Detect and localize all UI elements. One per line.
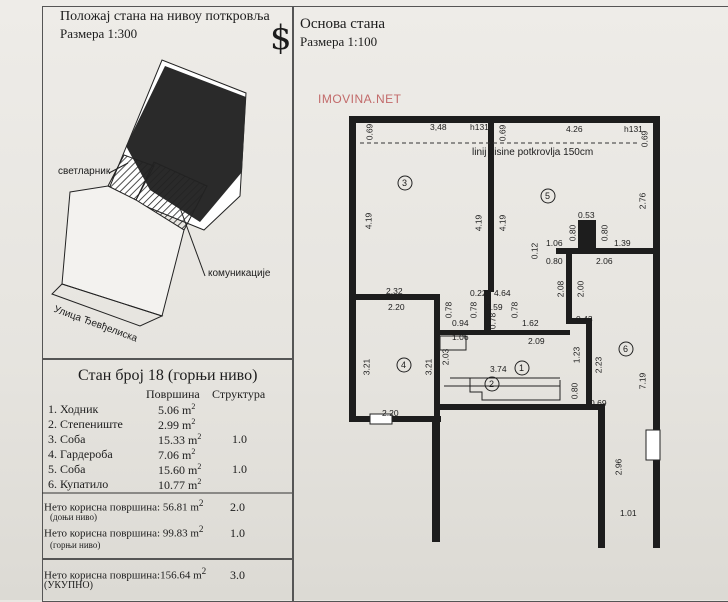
room-area: 2.99 m2 (158, 417, 196, 432)
watermark: IMOVINA.NET (318, 92, 402, 106)
dim-label: 2.23 (593, 356, 604, 374)
room-area: 5.06 m2 (158, 402, 196, 417)
plan-scale: Размера 1:100 (300, 34, 378, 49)
summary-lower-note: (доњи ниво) (50, 512, 97, 522)
room-area: 15.60 m2 (158, 462, 202, 477)
room-4-number: 4 (401, 360, 407, 370)
summary-upper-structure: 1.0 (230, 526, 245, 540)
dim-label: 1.06 (452, 332, 469, 342)
room-2-number: 2 (489, 379, 495, 389)
dim-label: 0.69 (590, 398, 607, 408)
dim-label: 0.59 (486, 302, 503, 312)
dim-label: 3.21 (361, 358, 372, 376)
dim-label: 7.19 (637, 372, 648, 390)
dim-label: 0.69 (364, 123, 375, 141)
summary-total: Нето корисна површина:156.64 m2 (44, 566, 207, 582)
dim-label: 2.00 (575, 280, 586, 298)
dim-label: 1.01 (620, 508, 637, 518)
area-header: Површина (146, 387, 200, 401)
room-area: 15.33 m2 (158, 432, 202, 447)
dim-label: 2.32 (386, 286, 403, 296)
room-name: 5. Соба (48, 462, 86, 476)
dim-label: 0.80 (546, 256, 563, 266)
summary-lower: Нето корисна површина: 56.81 m2 (44, 498, 204, 514)
dim-label: 2.09 (528, 336, 545, 346)
dim-label: 0.94 (452, 318, 469, 328)
room-name: 6. Купатило (48, 477, 109, 491)
north-arrow-icon: $ (270, 18, 292, 58)
left-panel-frame (42, 6, 294, 360)
dim-label: 4.26 (566, 124, 583, 134)
dim-label: h131 (624, 124, 643, 134)
plan-openings (360, 142, 661, 461)
room-3-number: 3 (402, 178, 408, 188)
dim-label: 0.43 (576, 314, 593, 324)
dim-label: 4.19 (473, 214, 484, 232)
site-plan (51, 59, 247, 327)
dim-label: 0.80 (567, 224, 578, 242)
dim-label: 0.53 (578, 210, 595, 220)
room-name: 4. Гардероба (48, 447, 113, 461)
room-structure: 1.0 (232, 462, 247, 476)
dim-label: 0.12 (529, 242, 540, 260)
apartment-title: Стан број 18 (горњи ниво) (78, 367, 258, 384)
dim-label: 2.20 (382, 408, 399, 418)
room-area: 7.06 m2 (158, 447, 196, 462)
dim-label: 0.78 (443, 301, 454, 319)
communication-label: комуникације (208, 268, 271, 279)
summary-total-note: (УКУПНО) (44, 580, 93, 591)
dim-label: 2.08 (555, 280, 566, 298)
structure-header: Структура (212, 387, 266, 401)
room-area: 10.77 m2 (158, 477, 202, 492)
roof-line-label: linij visine potkrovlja 150cm (472, 147, 594, 158)
dim-label: 0.78 (509, 301, 520, 319)
dim-label: 3,48 (430, 122, 447, 132)
dim-label: 4.64 (494, 288, 511, 298)
summary-total-structure: 3.0 (230, 568, 245, 582)
dim-label: 4.19 (497, 214, 508, 232)
plan-title: Основа стана (300, 16, 386, 32)
room-structure: 1.0 (232, 432, 247, 446)
room-6-number: 6 (623, 344, 629, 354)
dim-label: 1.39 (614, 238, 631, 248)
dim-label: 1.62 (522, 318, 539, 328)
room-name: 1. Ходник (48, 402, 99, 416)
summary-lower-structure: 2.0 (230, 500, 245, 514)
room-markers (396, 175, 634, 392)
dim-label: 1.23 (571, 346, 582, 364)
skylight-label: светларник (58, 166, 111, 177)
dim-label: 0.69 (639, 130, 650, 148)
dim-label: 1.06 (546, 238, 563, 248)
room-1-number: 1 (519, 363, 525, 373)
table-frame (42, 358, 294, 560)
dim-label: 2.96 (613, 458, 624, 476)
dim-label: 0.22 (470, 288, 487, 298)
room-name: 3. Соба (48, 432, 86, 446)
dim-label: h131 (470, 122, 489, 132)
dim-label: 3.74 (490, 364, 507, 374)
dim-label: 3.21 (423, 358, 434, 376)
dim-label: 2.76 (637, 192, 648, 210)
location-title: Положај стана на нивоу поткровља (60, 9, 270, 24)
dim-label: 2.06 (596, 256, 613, 266)
dim-label: 4.19 (363, 212, 374, 230)
summary-upper-note: (горњи ниво) (50, 540, 101, 550)
room-name: 2. Степениште (48, 417, 123, 431)
location-scale: Размера 1:300 (60, 26, 138, 41)
dim-label: 2.20 (388, 302, 405, 312)
room-5-number: 5 (545, 191, 551, 201)
dim-label: 0.78 (487, 312, 498, 330)
summary-upper: Нето корисна површина: 99.83 m2 (44, 524, 204, 540)
floor-plan (349, 116, 660, 548)
dim-label: 0.69 (497, 124, 508, 142)
dim-label: 2.03 (440, 348, 451, 366)
dim-label: 0.80 (569, 382, 580, 400)
dim-label: 0.78 (468, 301, 479, 319)
dim-label: 0.80 (599, 224, 610, 242)
